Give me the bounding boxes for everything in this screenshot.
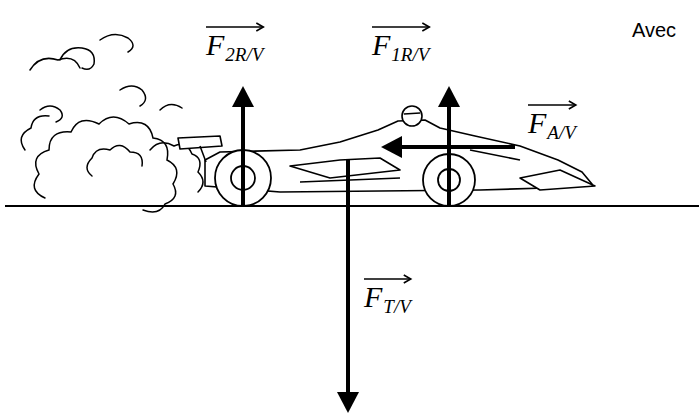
wheel [215,150,475,206]
ground-line [5,205,699,207]
vector-overline-head [422,23,429,31]
label-text: Avec [632,19,676,41]
vector-overline [206,23,576,283]
vector-overline-head [404,275,411,283]
label-text: T/V [383,296,410,317]
vector-overline-head [569,101,576,109]
label-text: F [528,106,546,139]
vector-overline-head [256,23,263,31]
force-symbol: F [528,108,546,138]
force-subscript: T/V [383,297,410,316]
vector-overline [206,26,263,28]
vector-overline [364,278,411,280]
force-vector [232,86,515,413]
force-subscript: 1R/V [391,45,429,64]
car-body [178,106,595,192]
label-text: F [372,28,390,61]
label-text: A/V [547,122,576,143]
note-text: Avec [632,20,676,40]
force-symbol: F [206,30,224,60]
smoke-cloud [21,34,203,212]
label-text: F [364,280,382,313]
force-symbol: F [364,282,382,312]
label-text: 2R/V [225,44,263,65]
vector-overline [528,104,576,106]
force-symbol: F [372,30,390,60]
vector-overline [372,26,429,28]
force-subscript: 2R/V [225,45,263,64]
label-text: F [206,28,224,61]
force-subscript: A/V [547,123,576,142]
label-text: 1R/V [391,44,429,65]
